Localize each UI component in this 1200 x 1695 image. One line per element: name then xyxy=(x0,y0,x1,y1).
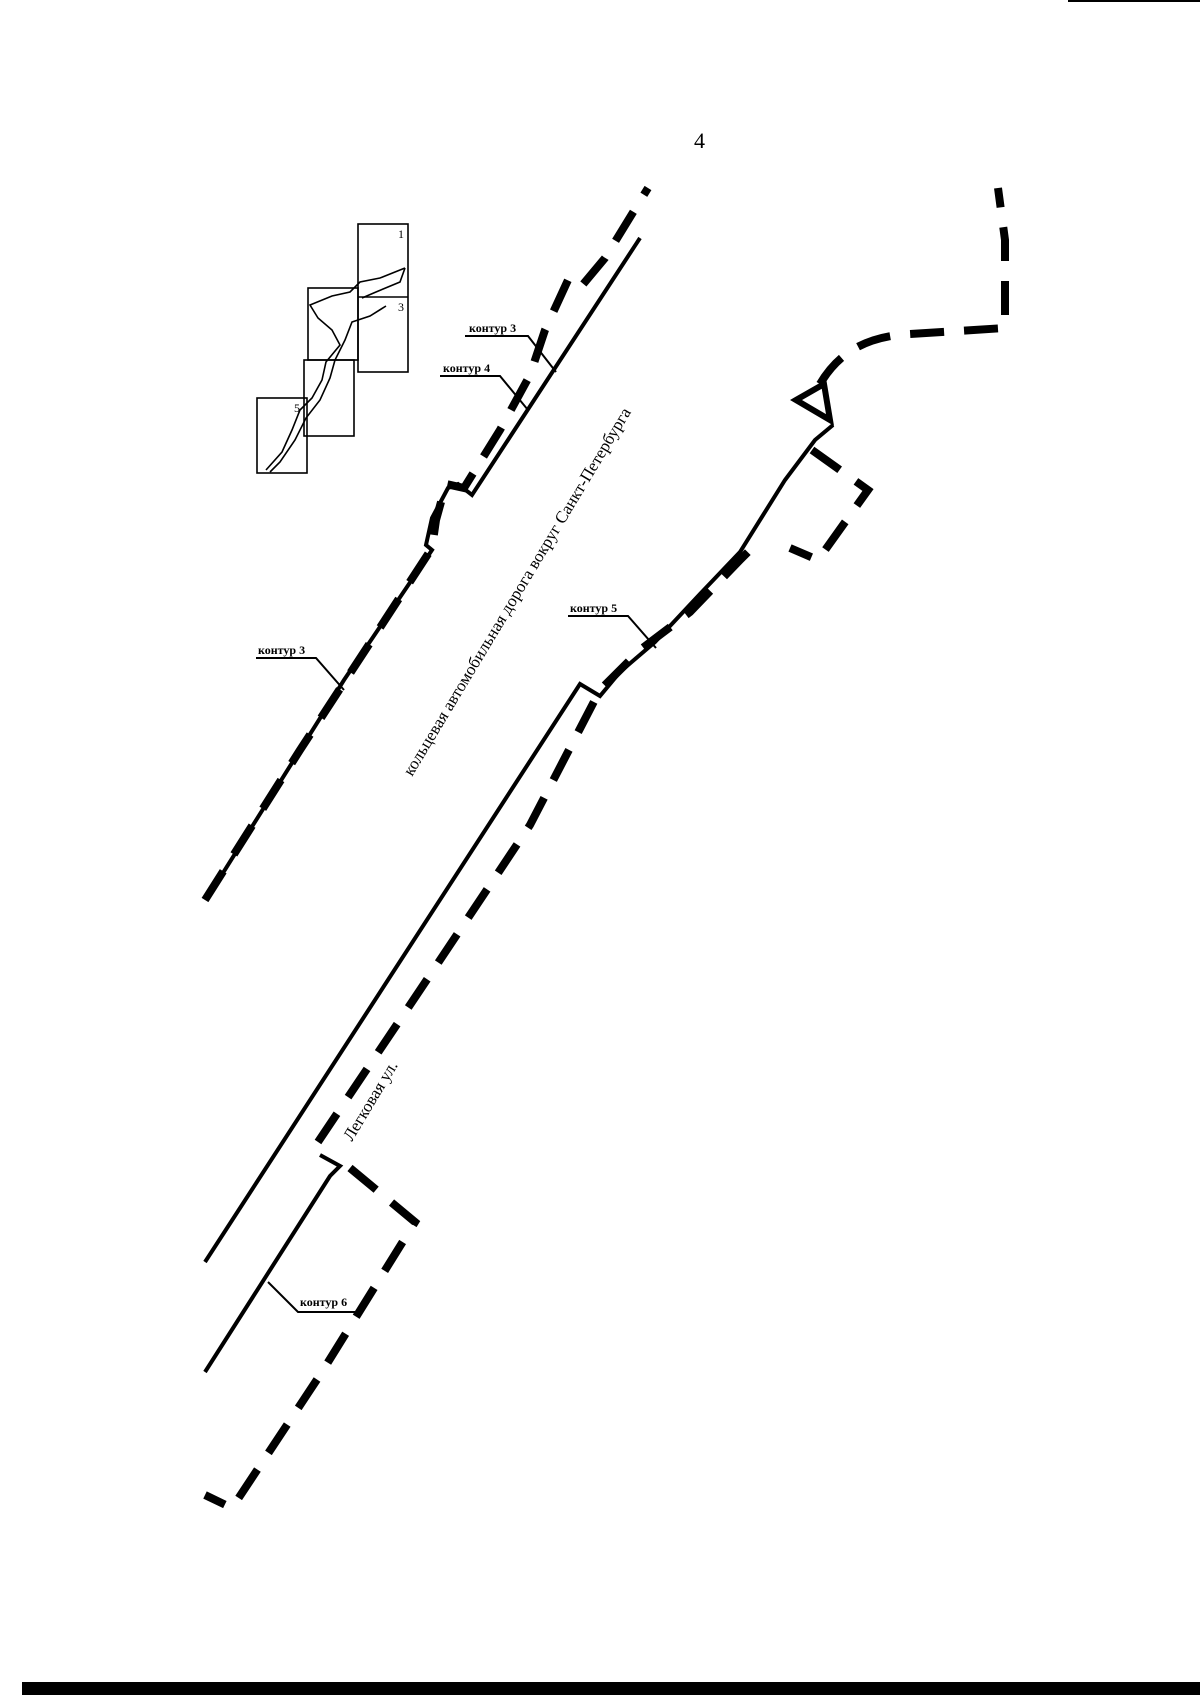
top-rule xyxy=(1068,0,1200,2)
index-map: 1 3 5 xyxy=(256,223,409,474)
leader-kontur-3-upper xyxy=(465,335,557,373)
kontur-3-dashed-upper xyxy=(201,185,652,903)
leader-kontur-6 xyxy=(267,1281,360,1313)
leader-kontur-5 xyxy=(568,615,657,649)
index-outline xyxy=(265,267,406,471)
index-sheet-label-1: 1 xyxy=(398,227,404,241)
leader-kontur-4 xyxy=(440,375,529,411)
ring-road-name: кольцевая автомобильная дорога вокруг Са… xyxy=(399,404,635,779)
street-name: Легковая ул. xyxy=(339,1057,402,1144)
label-kontur-4: контур 4 xyxy=(443,361,490,375)
kontur-5-dashed-box xyxy=(788,446,874,565)
label-kontur-6: контур 6 xyxy=(300,1295,347,1309)
label-kontur-5: контур 5 xyxy=(570,601,617,615)
page-number: 4 xyxy=(694,128,705,153)
ring-road-boundary-upper xyxy=(204,236,642,902)
kontur-6-boundary xyxy=(203,1153,344,1374)
outer-dashed-curve xyxy=(816,187,1009,387)
index-sheet-label-3: 3 xyxy=(398,300,404,314)
bottom-rule xyxy=(22,1682,1200,1695)
index-sheet-1 xyxy=(357,223,409,373)
label-kontur-3-lower: контур 3 xyxy=(258,643,305,657)
leader-kontur-3-lower xyxy=(256,657,345,691)
street-boundary xyxy=(203,423,835,1264)
street-dashed-boundary xyxy=(314,537,763,1145)
index-sheet-5 xyxy=(256,397,308,474)
label-kontur-3-upper: контур 3 xyxy=(469,321,516,335)
triangle-marker xyxy=(790,379,835,426)
kontur-6-dashed xyxy=(203,1164,421,1514)
index-outline-2 xyxy=(269,305,387,473)
index-sheet-label-5: 5 xyxy=(294,401,300,415)
index-outline-3 xyxy=(361,267,406,299)
